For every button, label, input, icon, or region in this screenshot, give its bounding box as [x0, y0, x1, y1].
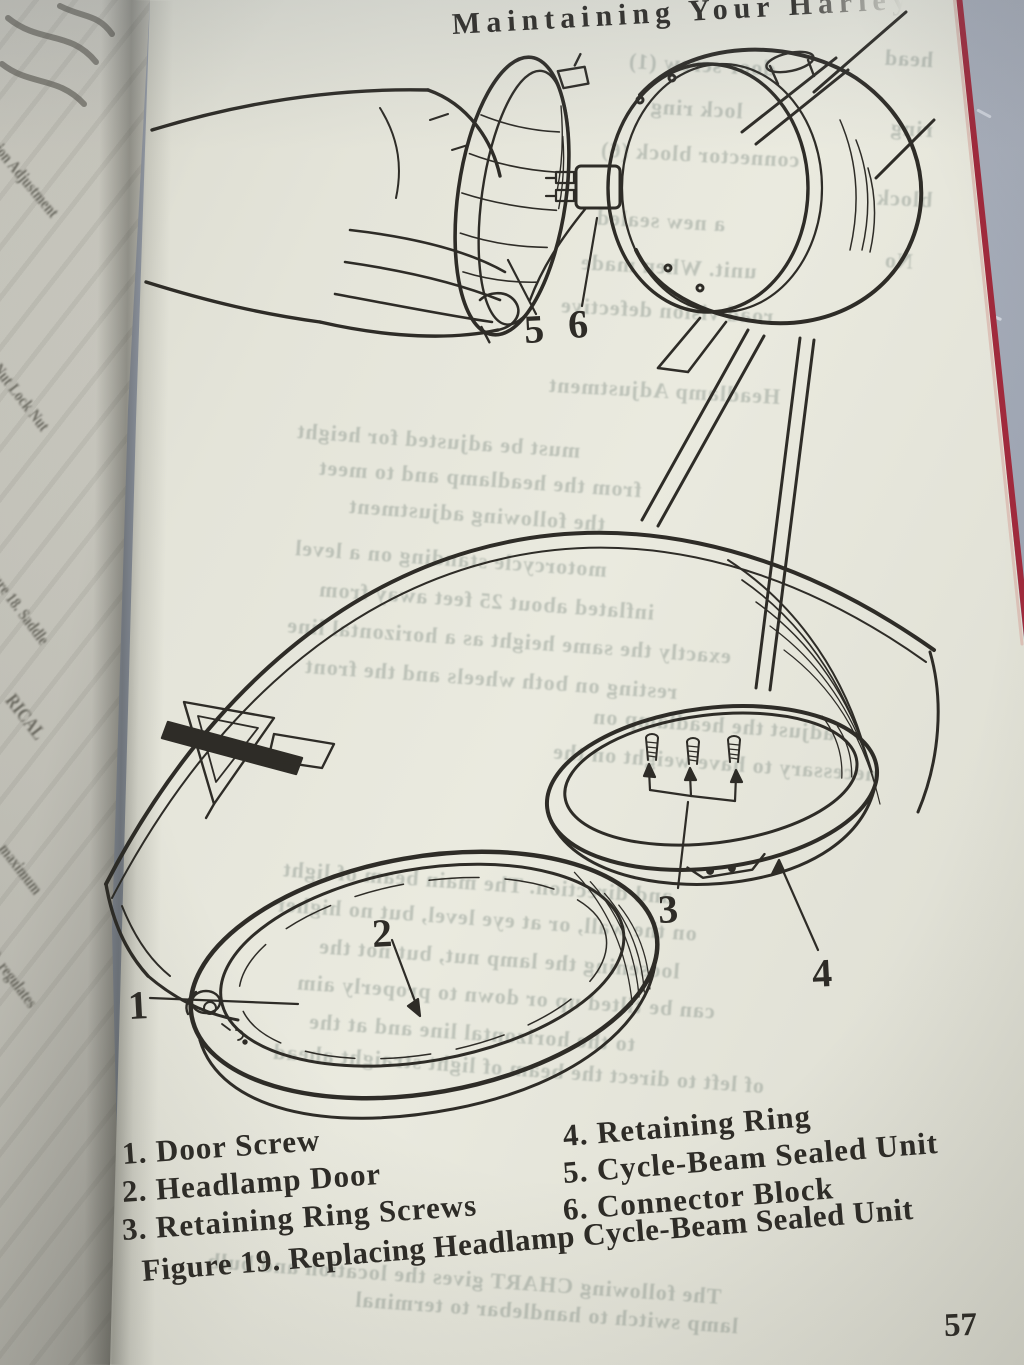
- front-fender: [104, 530, 940, 1022]
- callout-number-6: 6: [566, 300, 590, 347]
- fender-emblem: [160, 700, 336, 820]
- connector-block: [528, 164, 622, 302]
- callout-number-2: 2: [370, 909, 394, 956]
- callout-number-3: 3: [656, 885, 680, 932]
- retaining-ring-screw: [727, 735, 741, 763]
- hand: [144, 88, 520, 338]
- page-number: 57: [943, 1306, 978, 1344]
- callout-leader-lines: [148, 216, 820, 1018]
- retaining-ring-screw: [645, 733, 659, 761]
- left-page-corner-marks: [0, 3, 115, 107]
- callout-number-1: 1: [126, 981, 150, 1028]
- book-cover-red-edge: [952, 0, 1024, 646]
- retaining-ring-screws: [645, 733, 741, 765]
- callout-number-4: 4: [810, 949, 834, 996]
- callout-number-5: 5: [522, 305, 546, 352]
- door-screw: [185, 989, 248, 1045]
- fork-tubes: [640, 328, 816, 692]
- retaining-ring: [544, 704, 880, 886]
- retaining-ring-screw: [686, 737, 700, 765]
- headlamp-shell: [606, 10, 936, 374]
- cycle-beam-sealed-unit: [453, 52, 590, 344]
